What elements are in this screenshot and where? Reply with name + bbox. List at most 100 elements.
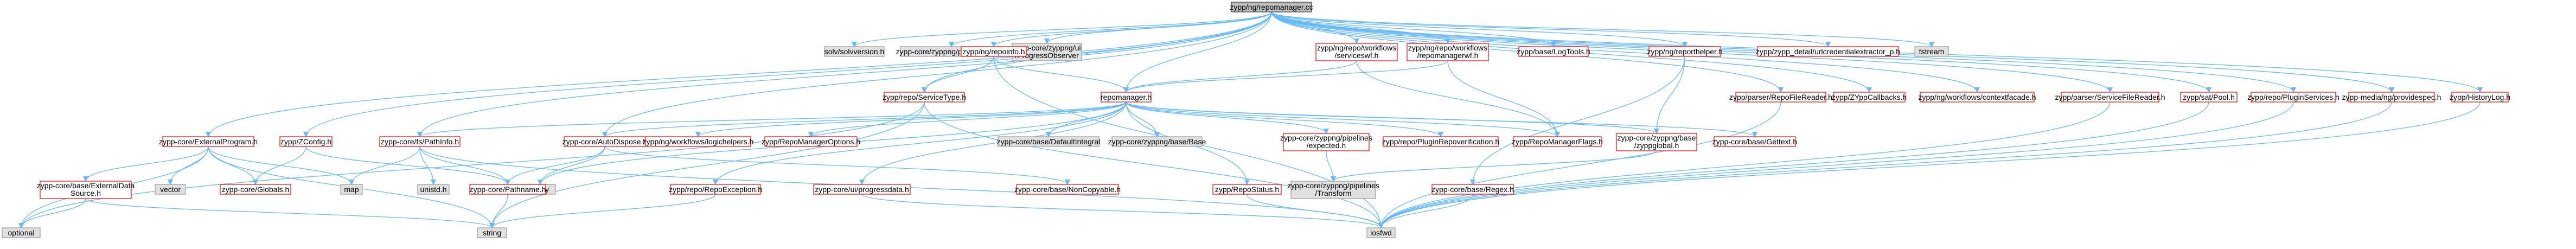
node-extprog[interactable]: zypp-core/ExternalProgram.h — [159, 136, 258, 147]
node-repomgr-box — [1101, 92, 1152, 103]
node-autodispose-label-0: zypp-core/AutoDispose.h — [562, 137, 647, 146]
node-rmopts-box — [764, 136, 858, 147]
edge-extprog-to-globals — [208, 146, 259, 186]
node-logtools[interactable]: zypp/base/LogTools.h — [1517, 46, 1590, 57]
node-svctype[interactable]: zypp/repo/ServiceType.h — [883, 92, 966, 103]
node-regex-label-0: zypp-core/base/Regex.h — [1431, 185, 1514, 194]
node-ctxfacade[interactable]: zypp/ng/workflows/contextfacade.h — [1918, 92, 2036, 103]
node-vector-label-0: vector — [160, 185, 181, 194]
edge-autodispose-to-noncopy — [604, 146, 1070, 186]
node-repostatus[interactable]: zypp/RepoStatus.h — [1212, 184, 1282, 195]
node-zypcb[interactable]: zypp/ZYppCallbacks.h — [1832, 92, 1907, 103]
edge-repomgr-to-gettext — [1126, 101, 1757, 138]
node-parserRepo[interactable]: zypp/parser/RepoFileReader.h — [1729, 92, 1832, 103]
edge-autodispose-to-utility — [537, 146, 605, 186]
node-zbase-label-0: zypp-core/zyppng/base/Base — [1108, 137, 1206, 146]
node-histlog[interactable]: zypp/HistoryLog.h — [2450, 92, 2510, 103]
node-solv-label-0: solv/solvversion.h — [824, 47, 885, 56]
node-rmflags[interactable]: zypp/RepoManagerFlags.h — [1512, 136, 1603, 147]
edge-root-to-extprog — [205, 11, 1272, 138]
node-zglobal-label-1: /zyppglobal.h — [1634, 141, 1679, 150]
node-fstream: fstream — [1914, 46, 1949, 57]
node-autodispose[interactable]: zypp-core/AutoDispose.h — [562, 136, 647, 147]
node-map-label-0: map — [344, 185, 359, 194]
node-optional-box — [2, 227, 41, 238]
edge-expected-to-transform — [1326, 150, 1337, 182]
node-iosfwd-box — [1366, 227, 1396, 238]
edge-repomgr-to-defint — [1045, 101, 1127, 138]
node-noncopy-box — [1016, 184, 1119, 195]
node-map: map — [340, 184, 363, 195]
node-testpool-label-0: zypp/sat/Pool.h — [2183, 93, 2235, 101]
node-repoinfo[interactable]: zypp/ng/repoinfo.h — [961, 46, 1027, 57]
node-pluginsvc[interactable]: zypp/repo/PluginServices.h — [2247, 92, 2340, 103]
node-testpool[interactable]: zypp/sat/Pool.h — [2180, 92, 2238, 103]
node-urlcred-box — [1757, 46, 1899, 57]
edge-root-to-fstream — [1271, 11, 1934, 48]
node-extdata-label-0: zypp-core/base/ExternalData — [37, 181, 135, 190]
node-parserSvc-box — [2061, 92, 2159, 103]
node-svcwf-label-0: zypp/ng/repo/workflows — [1317, 43, 1396, 52]
node-string-box — [477, 227, 507, 238]
edge-extdata-to-string — [85, 198, 495, 229]
edge-root-to-urlcred — [1271, 11, 1831, 48]
edge-root-to-mtry — [948, 11, 1272, 48]
node-pathname[interactable]: zypp-core/Pathname.h — [469, 184, 546, 195]
node-globals[interactable]: zypp-core/Globals.h — [220, 184, 291, 195]
node-logichelper[interactable]: zypp/ng/workflows/logichelpers.h — [643, 136, 754, 147]
node-pluginrepo-box — [1383, 136, 1499, 147]
node-solv-box — [824, 46, 885, 57]
node-defint: zypp-core/base/DefaultIntegral — [997, 136, 1100, 147]
node-expected[interactable]: zypp-core/zyppng/pipelines/expected.h — [1280, 133, 1372, 151]
node-repoexc[interactable]: zypp/repo/RepoException.h — [669, 184, 762, 195]
edge-pathinfo-to-unistd — [419, 146, 437, 186]
node-ctxfacade-label-0: zypp/ng/workflows/contextfacade.h — [1918, 93, 2036, 101]
edge-root-to-testpool — [1271, 11, 2211, 93]
node-ctxfacade-box — [1920, 92, 2035, 103]
edge-root-to-repoinfo — [990, 11, 1272, 48]
node-iosfwd-label-0: iosfwd — [1370, 228, 1392, 237]
node-expected-label-0: zypp-core/zyppng/pipelines — [1280, 133, 1372, 142]
node-pathname-box — [469, 184, 546, 195]
node-pathinfo-label-0: zypp-core/fs/PathInfo.h — [381, 137, 459, 146]
node-progdata[interactable]: zypp-core/ui/progressdata.h — [813, 184, 911, 195]
node-optional-label-0: optional — [8, 228, 34, 237]
edge-repowf-to-rmflags — [1447, 60, 1561, 138]
edge-svctype-to-optional — [18, 101, 925, 229]
node-progobs-label-1: /ProgressObserver — [1015, 51, 1079, 60]
node-zconfig[interactable]: zypp/ZConfig.h — [279, 136, 333, 147]
node-urlcred[interactable]: zypp/zypp_detail/urlcredentialextractor_… — [1756, 46, 1900, 57]
node-svcwf[interactable]: zypp/ng/repo/workflows/serviceswf.h — [1315, 43, 1398, 61]
node-zglobal[interactable]: zypp-core/zyppng/base/zyppglobal.h — [1616, 133, 1697, 151]
node-transform-label-1: /Transform — [1315, 189, 1351, 197]
node-gettext[interactable]: zypp-core/base/Gettext.h — [1712, 136, 1797, 147]
edge-autodispose-to-pathname — [504, 146, 605, 186]
edge-pathinfo-to-map — [348, 146, 420, 186]
node-svctype-label-0: zypp/repo/ServiceType.h — [883, 93, 966, 101]
node-pluginrepo[interactable]: zypp/repo/PluginRepoverification.h — [1382, 136, 1499, 147]
node-extprog-label-0: zypp-core/ExternalProgram.h — [159, 137, 258, 146]
edge-histlog-to-iosfwd — [1378, 101, 2481, 229]
node-parserSvc[interactable]: zypp/parser/ServiceFileReader.h — [2055, 92, 2165, 103]
edge-zconfig-to-globals — [252, 146, 306, 186]
node-regex[interactable]: zypp-core/base/Regex.h — [1431, 184, 1514, 195]
node-provide[interactable]: zypp-media/ng/providespec.h — [2342, 92, 2441, 103]
node-zglobal-box — [1616, 133, 1697, 151]
node-repowf[interactable]: zypp/ng/repo/workflows/repomanagerwf.h — [1407, 43, 1489, 61]
node-vector: vector — [155, 184, 186, 195]
node-rmflags-box — [1513, 136, 1602, 147]
node-reporter[interactable]: zypp/ng/reporthelper.h — [1647, 46, 1723, 57]
edge-svcwf-to-repomgr — [1123, 60, 1357, 93]
node-repoexc-box — [670, 184, 761, 195]
node-repostatus-label-0: zypp/RepoStatus.h — [1215, 185, 1279, 194]
node-rmopts[interactable]: zypp/RepoManagerOptions.h — [762, 136, 860, 147]
edge-reporter-to-regex — [1469, 56, 1685, 186]
node-repoinfo-label-0: zypp/ng/repoinfo.h — [962, 47, 1025, 56]
node-extdata-box — [40, 181, 132, 199]
node-noncopy[interactable]: zypp-core/base/NonCopyable.h — [1014, 184, 1121, 195]
node-expected-label-1: /expected.h — [1307, 141, 1346, 150]
edge-provide-to-iosfwd — [1378, 101, 2392, 229]
node-repomgr[interactable]: repomanager.h — [1101, 92, 1152, 103]
node-pathinfo[interactable]: zypp-core/fs/PathInfo.h — [379, 136, 461, 147]
